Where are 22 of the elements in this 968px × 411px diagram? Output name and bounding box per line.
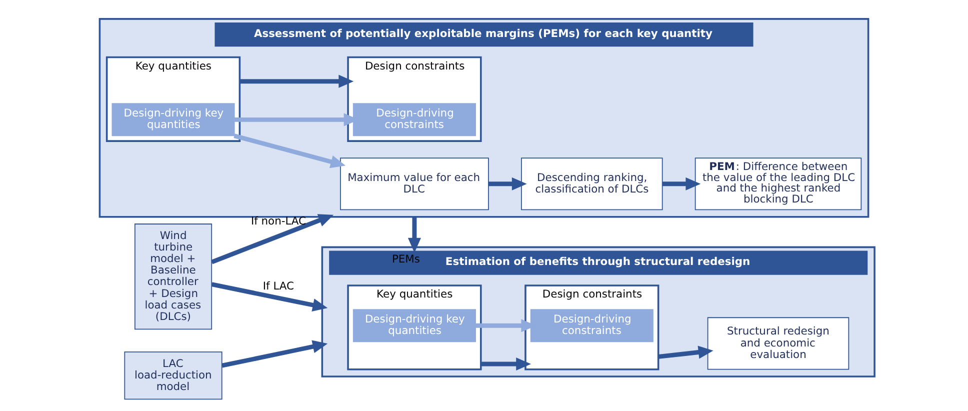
node-box: Wind turbine model + Baseline controller + Design load cases (DLCs) (134, 224, 212, 330)
arrow (488, 177, 527, 190)
arrow (211, 214, 334, 264)
node-box: Design-driving constraints (352, 103, 476, 136)
node-box: LAC load-reduction model (124, 352, 222, 400)
arrow (408, 216, 421, 253)
arrow (480, 357, 532, 371)
node-box: Design-driving constraints (530, 309, 654, 342)
node-box: Maximum value for each DLC (340, 158, 489, 210)
node-box: PEM: Difference between the value of the leading DLC and the highest ranked blocking DLC (694, 158, 862, 210)
arrow (222, 340, 328, 368)
edge-label: PEMs (392, 252, 420, 266)
arrow (234, 134, 346, 168)
arrow (211, 282, 328, 312)
node-box: Design-driving key quantities (352, 309, 476, 342)
node-box: Design-driving key quantities (112, 103, 235, 136)
arrow (240, 74, 354, 88)
arrow (662, 177, 701, 190)
edge-label: If LAC (262, 280, 294, 293)
arrow (658, 346, 714, 359)
node-box: Descending ranking, classification of DLCs (521, 158, 663, 210)
node-box: Structural redesign and economic evaluation (707, 317, 850, 370)
